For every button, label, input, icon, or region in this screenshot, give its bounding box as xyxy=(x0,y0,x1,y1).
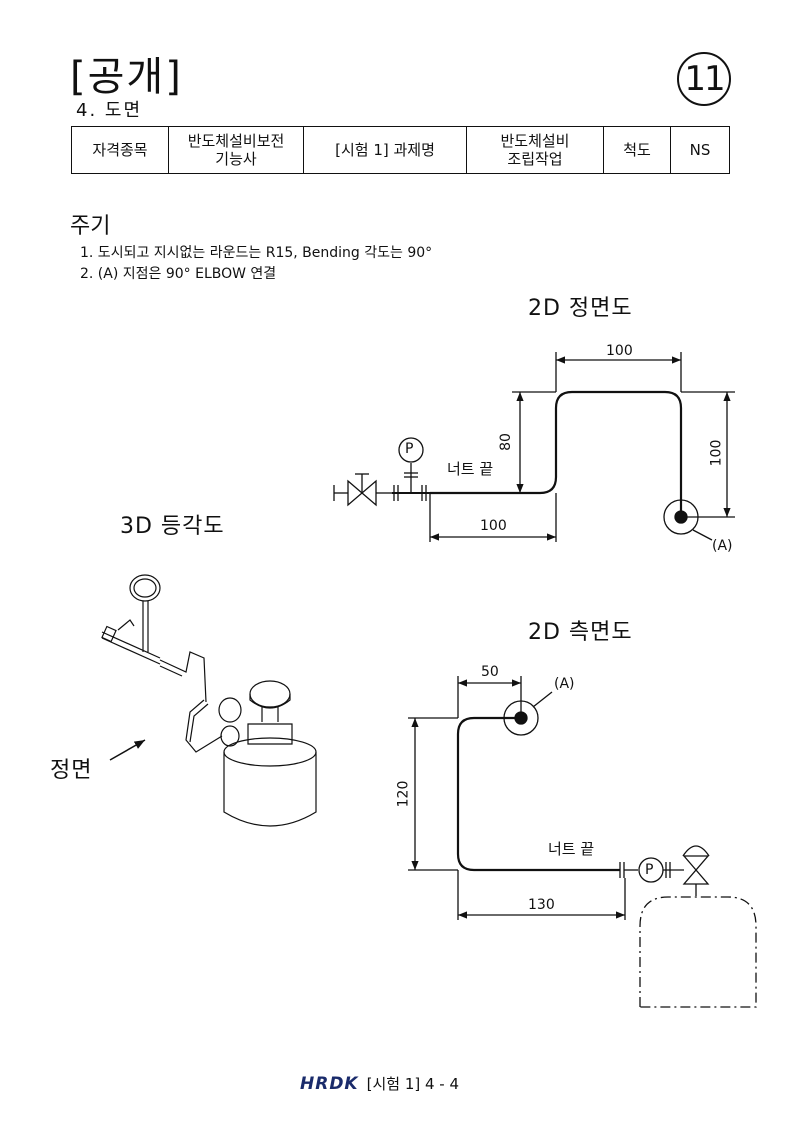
label-scale: 척도 xyxy=(603,126,671,174)
front-valve-icon xyxy=(347,479,377,507)
side-dim-bottom: 130 xyxy=(528,897,555,913)
task-line1: 반도체설비 xyxy=(500,132,570,150)
front-direction-label: 정면 xyxy=(50,758,93,783)
notes-heading: 주기 xyxy=(70,214,111,239)
label-task: [시험 1] 과제명 xyxy=(303,126,467,174)
front-view-title: 2D 정면도 xyxy=(528,296,633,321)
side-nut-label: 너트 끝 xyxy=(548,840,595,858)
side-pipe xyxy=(456,716,620,872)
note-item-2: 2. (A) 지점은 90° ELBOW 연결 xyxy=(80,266,277,282)
page-number-badge: 11 xyxy=(677,52,731,106)
front-dim-right: 100 xyxy=(708,439,725,467)
side-dim-top: 50 xyxy=(481,664,499,680)
iso-view-title: 3D 등각도 xyxy=(120,514,225,539)
front-nut-label: 너트 끝 xyxy=(447,460,494,478)
iso-cylinder-top xyxy=(223,737,317,767)
footer-page-number: [시험 1] 4 - 4 xyxy=(366,1075,460,1093)
side-view-title: 2D 측면도 xyxy=(528,620,633,645)
page-footer: HRDK [시험 1] 4 - 4 xyxy=(300,1073,459,1094)
front-elbow-circle xyxy=(663,499,699,535)
side-dim-left: 120 xyxy=(395,780,412,808)
page-title: [공개] xyxy=(70,54,183,100)
front-dim-left: 80 xyxy=(497,433,514,451)
scale-value: NS xyxy=(670,126,730,174)
front-dim-top: 100 xyxy=(606,343,633,359)
iso-cylinder-body xyxy=(223,752,317,827)
front-view-drawing xyxy=(333,352,735,542)
hrdk-logo: HRDK xyxy=(300,1073,359,1094)
label-subject: 자격종목 xyxy=(71,126,169,174)
side-gauge-label: P xyxy=(645,862,654,878)
note-item-1: 1. 도시되고 지시없는 라운드는 R15, Bending 각도는 90° xyxy=(80,245,433,261)
front-point-label: (A) xyxy=(712,538,733,554)
iso-gauge-icon xyxy=(129,574,161,602)
side-view-drawing xyxy=(408,676,757,1008)
side-cylinder-outline xyxy=(639,896,757,1008)
iso-view-drawing xyxy=(101,574,317,827)
front-dim-bottom: 100 xyxy=(480,518,507,534)
side-elbow-circle xyxy=(503,700,539,736)
section-title: 4. 도면 xyxy=(76,100,143,121)
front-direction-arrow xyxy=(109,739,146,761)
front-gauge-icon xyxy=(398,437,424,463)
front-elbow-dot xyxy=(674,510,688,524)
info-table: 자격종목 반도체설비보전 기능사 [시험 1] 과제명 반도체설비 조립작업 척… xyxy=(71,126,730,174)
task-cell: 반도체설비 조립작업 xyxy=(466,126,604,174)
task-line2: 조립작업 xyxy=(507,150,563,168)
front-gauge-label: P xyxy=(405,441,414,457)
side-point-label: (A) xyxy=(554,676,575,692)
subject-line1: 반도체설비보전 xyxy=(187,132,285,150)
side-valve-icon xyxy=(682,855,710,885)
subject-cell: 반도체설비보전 기능사 xyxy=(168,126,304,174)
subject-line2: 기능사 xyxy=(215,150,257,168)
side-elbow-dot xyxy=(514,711,528,725)
front-pipe xyxy=(430,390,683,517)
